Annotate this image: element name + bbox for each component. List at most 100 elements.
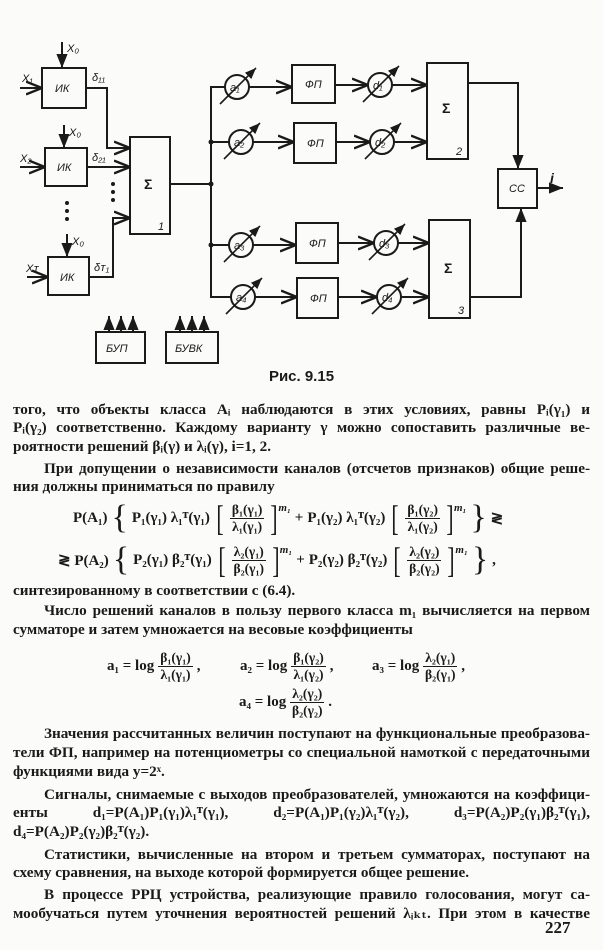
denominator: λ₁(γ₁): [160, 667, 191, 682]
text-line: d₄=P(A₂)P₂(γ₂)β₂ᵀ(γ₂).: [13, 823, 150, 840]
text-line: Число решений каналов в пользу первого к…: [44, 602, 590, 619]
x0-label-2: X₀: [68, 127, 81, 139]
page-number: 227: [545, 918, 571, 937]
input-label-t: Xᴛ: [25, 263, 39, 275]
ik-label-2: ИК: [57, 162, 72, 174]
formula-term: P₁(γ₂) λ₁ᵀ(γ₂): [307, 509, 386, 526]
fraction: β₁(γ₂)λ₁(γ₂): [405, 502, 440, 535]
formula-lhs: a₁ = log: [107, 658, 155, 674]
numerator: β₁(γ₂): [291, 650, 326, 667]
denominator: β₂(γ₂): [291, 703, 323, 718]
relation: ≷: [490, 510, 504, 527]
numerator: β₁(γ₂): [405, 501, 440, 519]
sum-number-3: 3: [458, 305, 465, 317]
text-line: синтезированному в соответствии с (6.4).: [13, 582, 296, 599]
fraction: λ₂(γ₁)β₂(γ₁): [423, 650, 458, 683]
plus: +: [294, 509, 304, 526]
sum-symbol-3: Σ: [444, 260, 452, 276]
text-line: При допущении о независимости каналов (о…: [44, 460, 590, 477]
weight-a2-formula: a₂ = log β₁(γ₂)λ₁(γ₂) ,: [240, 650, 333, 683]
sum-symbol-2: Σ: [442, 100, 450, 116]
cc-label: СС: [509, 183, 525, 195]
input-label-2: X₂: [19, 153, 32, 165]
a3-label: a₃: [234, 240, 245, 252]
d1-label: d₁: [373, 80, 383, 92]
ik-label-t: ИК: [60, 272, 75, 284]
fraction: λ₂(γ₁)β₂(γ₁): [231, 543, 266, 577]
summator-1: [129, 136, 171, 235]
denominator: β₂(γ₁): [233, 560, 265, 576]
punct: .: [328, 694, 333, 710]
text-line: роятности решений βᵢ(γ) и λᵢ(γ), i=1, 2.: [13, 438, 271, 455]
output-label-1: δ₁₁: [92, 72, 106, 84]
punct: ,: [196, 658, 201, 674]
sum-number-1: 1: [158, 221, 164, 233]
numerator: λ₂(γ₁): [231, 543, 266, 561]
bracket: [: [216, 498, 224, 538]
formula-lhs: a₂ = log: [240, 658, 288, 674]
decision-rule-line-1: P(A₁) { P₁(γ₁) λ₁ᵀ(γ₁) [ β₁(γ₁)λ₁(γ₁) ] …: [73, 500, 503, 536]
sum-number-2: 2: [455, 146, 462, 158]
formula-term: P₂(γ₁) β₂ᵀ(γ₁): [133, 551, 212, 568]
fp-label-4: ФП: [310, 293, 327, 305]
formula-lhs: a₃ = log: [372, 658, 420, 674]
x0-label-t: X₀: [71, 236, 84, 248]
numerator: λ₂(γ₂): [407, 543, 442, 561]
fraction: λ₂(γ₂)β₂(γ₂): [290, 686, 325, 719]
formula-term: ≷ P(A₂): [58, 552, 109, 569]
exponent: m₁: [455, 544, 468, 556]
bracket: ]: [272, 540, 280, 580]
a1-label: a₁: [230, 82, 240, 94]
relation: ,: [492, 551, 496, 568]
numerator: β₁(γ₁): [229, 501, 265, 519]
denominator: λ₁(γ₂): [293, 667, 324, 682]
output-label-2: δ₂₁: [92, 152, 106, 164]
exponent: m₁: [453, 502, 467, 514]
text-line: того, что объекты класса Aᵢ наблюдаются …: [13, 401, 590, 418]
bracket: [: [393, 540, 401, 580]
a4-label: a₄: [236, 292, 247, 304]
fp-label-1: ФП: [305, 79, 322, 91]
fp-label-2: ФП: [307, 138, 324, 150]
bup-label: БУП: [106, 343, 128, 355]
figure-caption: Рис. 9.15: [268, 368, 335, 385]
brace: {: [112, 541, 130, 578]
text-line: ния должны приниматься по правилу: [13, 478, 275, 495]
fraction: β₁(γ₂)λ₁(γ₂): [291, 650, 326, 683]
d2-label: d₂: [375, 137, 386, 149]
weight-a3-formula: a₃ = log λ₂(γ₁)β₂(γ₁) ,: [372, 650, 465, 683]
text-line: Сигналы, снимаемые с выходов преобразова…: [44, 786, 590, 803]
denominator: β₂(γ₁): [424, 667, 456, 682]
bracket: [: [218, 540, 226, 580]
plus: +: [296, 551, 305, 568]
d4-label: d₄: [382, 292, 393, 304]
numerator: β₁(γ₁): [158, 650, 193, 667]
punct: ,: [461, 658, 466, 674]
weight-a1-formula: a₁ = log β₁(γ₁)λ₁(γ₁) ,: [107, 650, 200, 683]
bracket: ]: [270, 498, 278, 538]
text-line: Значения рассчитанных величин поступают …: [44, 725, 590, 742]
output-label-t: δᴛ₁: [94, 262, 110, 274]
decision-rule-line-2: ≷ P(A₂) { P₂(γ₁) β₂ᵀ(γ₁) [ λ₂(γ₁)β₂(γ₁) …: [58, 542, 496, 578]
x0-label-1: X₀: [66, 43, 79, 55]
denominator: β₂(γ₂): [409, 560, 440, 576]
output-label: i: [550, 170, 555, 186]
weight-a4-formula: a₄ = log λ₂(γ₂)β₂(γ₂) .: [239, 686, 332, 719]
denominator: λ₁(γ₁): [232, 518, 263, 534]
numerator: λ₂(γ₂): [290, 686, 325, 703]
brace: }: [470, 499, 487, 536]
text-line: сумматоре и затем умножается на весовые …: [13, 621, 413, 638]
block-diagram: ИК ИК ИК X₀ X₀ X₀ X₁ X₂ Xᴛ δ₁₁ δ₂₁ δᴛ₁ a…: [19, 42, 563, 364]
input-label-1: X₁: [21, 73, 33, 85]
a2-label: a₂: [234, 137, 245, 149]
text-line: функциями вида y=2ˣ.: [13, 763, 165, 780]
text-line: Статистики, вычисленные на втором и трет…: [44, 846, 590, 863]
formula-term: P₂(γ₂) β₂ᵀ(γ₂): [308, 551, 388, 568]
text-line: енты d₁=P(A₁)P₁(γ₁)λ₁ᵀ(γ₁), d₂=P(A₁)P₁(γ…: [13, 804, 590, 821]
bracket: ]: [447, 540, 456, 580]
exponent: m₁: [279, 544, 293, 556]
text-line: схему сравнения, на выходе которой форми…: [13, 864, 470, 881]
formula-term: P₁(γ₁) λ₁ᵀ(γ₁): [131, 509, 210, 526]
bracket: ]: [446, 498, 454, 538]
text-line: В процессе РРЦ устройства, реализующие п…: [44, 886, 590, 903]
